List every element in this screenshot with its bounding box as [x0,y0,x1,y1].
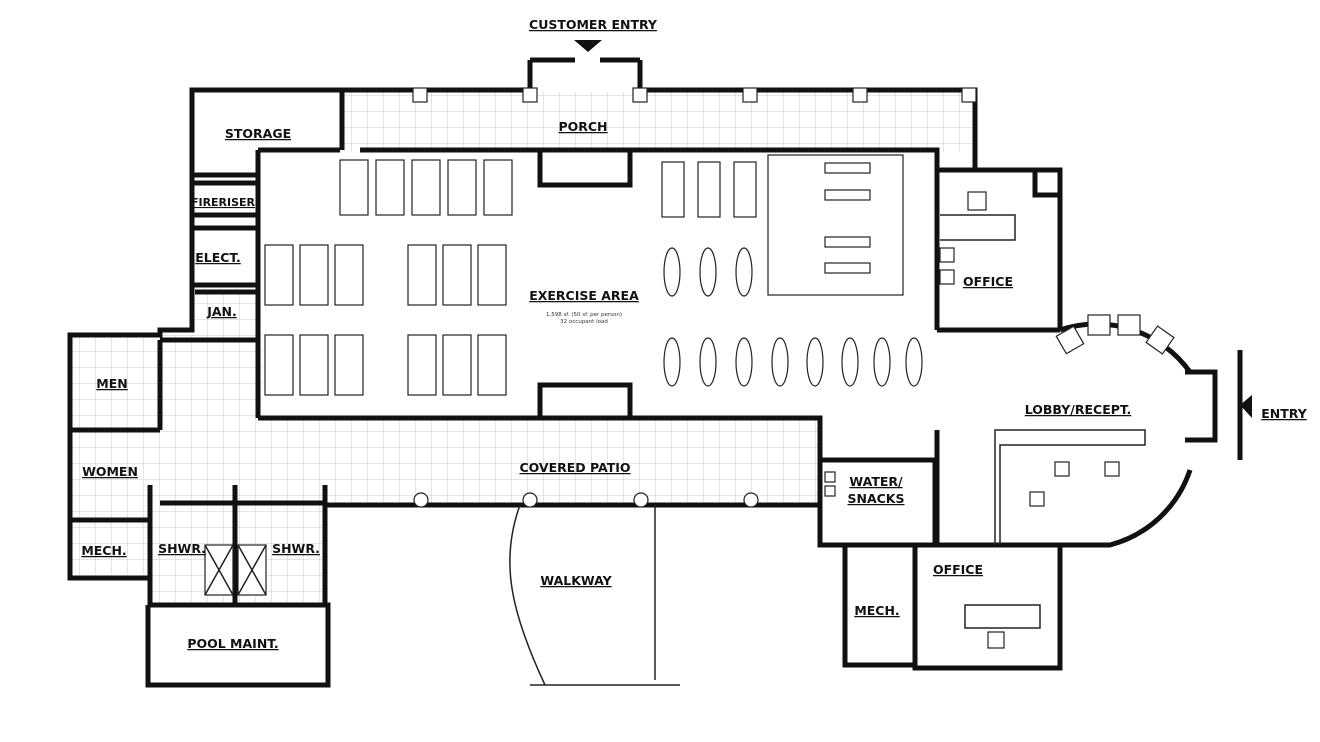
lobby-label: LOBBY/RECEPT. [1025,402,1132,417]
walkway [509,504,680,686]
walkway-label: WALKWAY [540,573,612,588]
women-label: WOMEN [82,464,138,479]
exercise-area-note-2: 32 occupant load [560,319,608,325]
shower-1-label: SHWR. [158,541,206,556]
room-labels: CUSTOMER ENTRY PORCH STORAGE FIRERISER E… [81,17,1307,651]
water-snacks-label-1: WATER/ [849,474,903,489]
exercise-area-label: EXERCISE AREA [529,288,639,303]
porch-label: PORCH [558,119,607,134]
exercise-equipment [264,154,923,396]
furniture [204,191,1175,649]
shower-2-label: SHWR. [272,541,320,556]
entry-label: ENTRY [1261,406,1307,421]
mech-left-label: MECH. [81,543,126,558]
water-snacks-label-2: SNACKS [847,491,904,506]
jan-label: JAN. [206,304,237,319]
customer-entry-marker [574,40,1252,418]
elect-label: ELECT. [195,250,241,265]
office-top-label: OFFICE [963,274,1013,289]
office-bottom-label: OFFICE [933,562,983,577]
fireriser-label: FIRERISER [191,196,256,209]
exercise-area-note-1: 1,598 sf. (50 sf. per person) [546,312,622,318]
storage-label: STORAGE [225,126,291,141]
customer-entry-label: CUSTOMER ENTRY [529,17,658,32]
mech-right-label: MECH. [854,603,899,618]
covered-patio-label: COVERED PATIO [519,460,630,475]
men-label: MEN [96,376,127,391]
columns [412,87,977,508]
walls [67,57,1243,688]
pool-maint-label: POOL MAINT. [187,636,278,651]
